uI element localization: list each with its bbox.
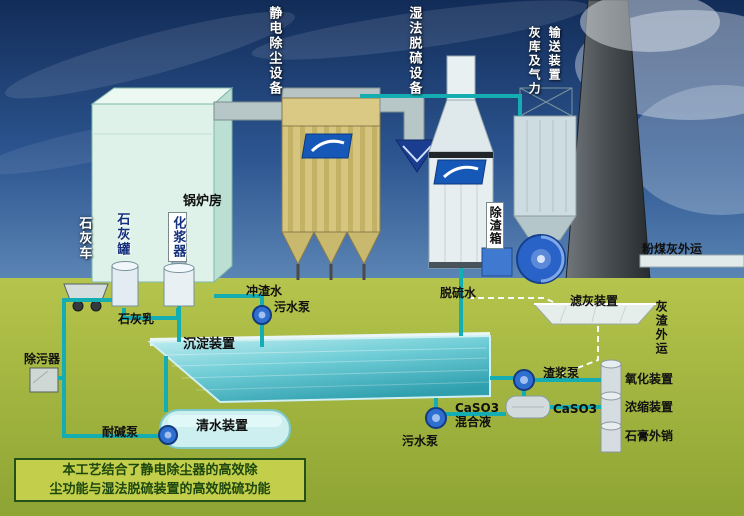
sedimentation-label: 沉淀装置 <box>183 337 236 352</box>
sewage-pump-upper-label: 污水泵 <box>274 300 311 314</box>
fgd-label: 湿法脱硫设备 <box>406 6 422 96</box>
slag-pump-label: 渣浆泵 <box>543 366 580 380</box>
flush-water-pipe <box>214 294 264 305</box>
caso3-label: CaSO3 <box>553 402 598 416</box>
ash-filter-label: 滤灰装置 <box>570 294 619 308</box>
boiler-esp-duct <box>213 101 285 121</box>
caso3-mix-label: CaSO3 混合液 <box>455 401 500 430</box>
pneumatic-pipe <box>360 94 522 116</box>
brand-badge-esp <box>301 133 353 159</box>
sedimentation-pool <box>147 332 491 404</box>
slag-box-label: 除渣箱 <box>486 202 505 249</box>
concentration-tank <box>600 391 622 425</box>
gypsum-label: 石膏外销 <box>625 429 674 443</box>
esp-hopper <box>346 231 381 266</box>
ash-silo <box>513 87 577 241</box>
clean-water-label: 清水装置 <box>196 419 249 434</box>
mixer-label: 化浆器 <box>168 212 188 262</box>
sewage-pump-lower-icon <box>425 407 447 429</box>
decontaminator-label: 除污器 <box>24 352 61 366</box>
flush-water-label: 冲渣水 <box>246 284 283 298</box>
esp-hopper <box>281 231 315 266</box>
boiler-label: 锅炉房 <box>183 194 223 209</box>
desulf-water-label: 脱硫水 <box>440 286 477 300</box>
ash-filter-unit <box>532 303 658 325</box>
caption-line1: 本工艺结合了静电除尘器的高效除 <box>62 462 258 478</box>
slurry-mixer-vessel <box>163 257 195 307</box>
boiler-house <box>90 86 234 284</box>
clean-water-pool <box>159 409 291 449</box>
ash-out-label: 灰渣外运 <box>654 300 669 356</box>
return-water-pipe <box>62 298 160 438</box>
lime-milk-label: 石灰乳 <box>118 312 155 326</box>
alkali-pump-label: 耐碱泵 <box>102 425 139 439</box>
pipes <box>58 94 601 438</box>
caption-line2: 尘功能与湿法脱硫装置的高效脱硫功能 <box>49 482 271 497</box>
esp-label: 静电除尘设备 <box>266 6 282 96</box>
ash-silo-label-col1: 灰库及气力 <box>527 26 542 96</box>
dashed-flow-lines <box>468 297 599 375</box>
gypsum-tank <box>600 421 622 453</box>
slag-pump-icon <box>513 369 535 391</box>
oxidation-label: 氧化装置 <box>625 372 674 386</box>
oxidation-tank <box>600 359 622 395</box>
slag-box-vessel <box>481 247 513 277</box>
caso3-mixer-box <box>505 395 551 419</box>
sewage-pump-upper-icon <box>252 305 272 325</box>
brand-badge-fgd <box>433 159 487 185</box>
lime-truck-label: 石灰车 <box>76 216 92 261</box>
sewage-pump-lower-label: 污水泵 <box>402 434 439 448</box>
smoke-plume <box>580 0 720 52</box>
decontaminator-box <box>29 367 59 393</box>
esp-unit <box>213 87 439 280</box>
fly-ash-pipe <box>639 254 744 268</box>
ash-silo-label-col2: 输送装置 <box>547 26 562 82</box>
lime-tank-vessel <box>111 261 139 307</box>
slag-discharge <box>481 234 566 284</box>
esp-hopper <box>313 231 348 266</box>
process-caption: 本工艺结合了静电除尘器的高效除 尘功能与湿法脱硫装置的高效脱硫功能 <box>14 458 306 502</box>
concentration-label: 浓缩装置 <box>625 400 674 414</box>
lime-tank-label: 石灰罐 <box>114 212 130 257</box>
fly-ash-label: 粉煤灰外运 <box>642 242 703 256</box>
alkali-pump-icon <box>158 425 178 445</box>
fgd-inlet <box>395 139 439 173</box>
